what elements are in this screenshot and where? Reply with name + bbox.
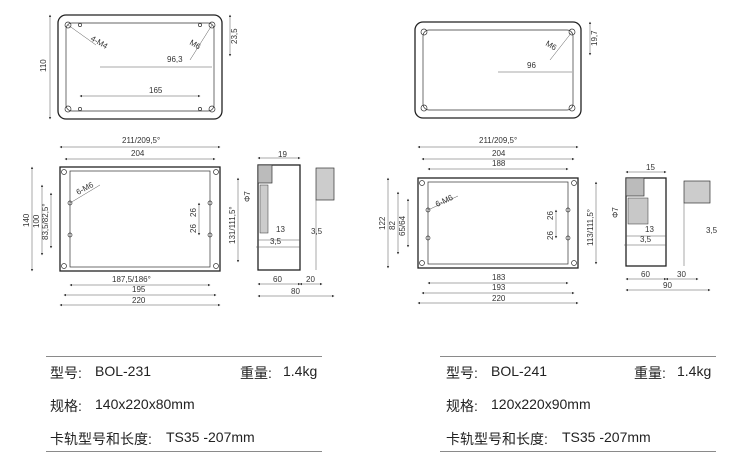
left-top-23-5: 23,5: [230, 28, 239, 44]
left-rail-label: 卡轨型号和长度:: [50, 431, 152, 447]
right-side-phi7: Φ7: [611, 207, 620, 218]
right-front-183: 183: [492, 273, 506, 282]
left-top-m6: M6: [188, 38, 203, 52]
left-top-view: 110 23,5 4-M4 M6 96,3 165: [39, 14, 239, 120]
right-front-26a: 26: [546, 211, 555, 220]
right-side-3-5a: 3,5: [640, 235, 652, 244]
right-front-26b: 26: [546, 231, 555, 240]
right-front-6m6: 6-M6: [434, 193, 455, 209]
left-model-label: 型号:: [50, 365, 82, 381]
left-size-value: 140x220x80mm: [95, 396, 195, 412]
left-side-view: 19 Φ7 13 3,5 3,5 60 20 80: [243, 150, 335, 298]
left-front-100: 100: [32, 214, 41, 228]
right-spec-top-rule: [440, 356, 716, 357]
right-side-15: 15: [646, 163, 655, 172]
right-weight-label: 重量:: [634, 365, 666, 381]
left-top-110: 110: [39, 59, 48, 72]
right-size-label: 规格:: [446, 398, 478, 414]
left-size-label: 规格:: [50, 398, 82, 414]
right-weight-value: 1.4kg: [677, 363, 712, 379]
right-front-82: 82: [388, 221, 397, 230]
left-front-26a: 26: [189, 208, 198, 217]
left-front-187: 187,5/186°: [112, 275, 151, 284]
left-top-4m4: 4-M4: [89, 34, 110, 51]
left-front-131: 131/111,5°: [228, 206, 237, 244]
right-side-13: 13: [645, 225, 654, 234]
right-front-220: 220: [492, 294, 506, 303]
right-top-19-7: 19,7: [590, 30, 599, 46]
right-top-m6: M6: [544, 39, 559, 53]
left-rail-value: TS35 -207mm: [166, 429, 255, 445]
right-top-96: 96: [527, 61, 536, 70]
left-front-6m6: 6-M6: [75, 180, 96, 197]
left-front-220: 220: [132, 296, 146, 305]
right-side-3-5b: 3,5: [706, 226, 718, 235]
right-front-188: 188: [492, 159, 506, 168]
right-size-value: 120x220x90mm: [491, 396, 591, 412]
right-front-204: 204: [492, 149, 506, 158]
right-front-view: 211/209,5° 204 188 6-M6 122 82 65/64 26 …: [378, 136, 598, 305]
left-front-26b: 26: [189, 224, 198, 233]
left-side-20: 20: [306, 275, 315, 284]
right-front-122: 122: [378, 216, 387, 230]
right-front-211: 211/209,5°: [479, 136, 517, 145]
left-side-13: 13: [276, 225, 285, 234]
right-side-30: 30: [677, 270, 686, 279]
left-front-view: 211/209,5° 204 6-M6 140 100 83,5/82,5° 2…: [22, 136, 240, 307]
right-side-90: 90: [663, 281, 672, 290]
right-side-view: 15 Φ7 13 3,5 3,5 60 30 90: [611, 163, 718, 292]
right-front-193: 193: [492, 283, 506, 292]
left-front-204: 204: [131, 149, 145, 158]
left-front-140: 140: [22, 213, 31, 227]
right-front-113: 113/111,5°: [586, 209, 595, 246]
right-rail-label: 卡轨型号和长度:: [446, 431, 548, 447]
left-top-165: 165: [149, 86, 163, 95]
right-spec-bottom-rule: [440, 451, 716, 452]
left-model-value: BOL-231: [95, 363, 152, 379]
left-front-195: 195: [132, 285, 146, 294]
left-spec-bottom-rule: [46, 451, 322, 452]
left-front-211: 211/209,5°: [122, 136, 160, 145]
left-weight-label: 重量:: [240, 365, 272, 381]
left-spec-top-rule: [46, 356, 322, 357]
right-rail-value: TS35 -207mm: [562, 429, 651, 445]
left-side-phi7: Φ7: [243, 191, 252, 202]
right-top-view: M6 19,7 96: [414, 21, 599, 119]
right-model-value: BOL-241: [491, 363, 548, 379]
right-side-60: 60: [641, 270, 650, 279]
left-side-3-5b: 3,5: [311, 227, 323, 236]
left-front-83: 83,5/82,5°: [41, 203, 50, 240]
left-weight-value: 1.4kg: [283, 363, 318, 379]
left-side-19: 19: [278, 150, 287, 159]
right-model-label: 型号:: [446, 365, 478, 381]
left-top-96-3: 96,3: [167, 55, 183, 64]
right-front-65: 65/64: [398, 215, 407, 236]
left-side-80: 80: [291, 287, 300, 296]
left-side-3-5a: 3,5: [270, 237, 282, 246]
technical-drawing: 110 23,5 4-M4 M6 96,3 165 211/209,5° 204…: [22, 14, 718, 307]
left-side-60: 60: [273, 275, 282, 284]
